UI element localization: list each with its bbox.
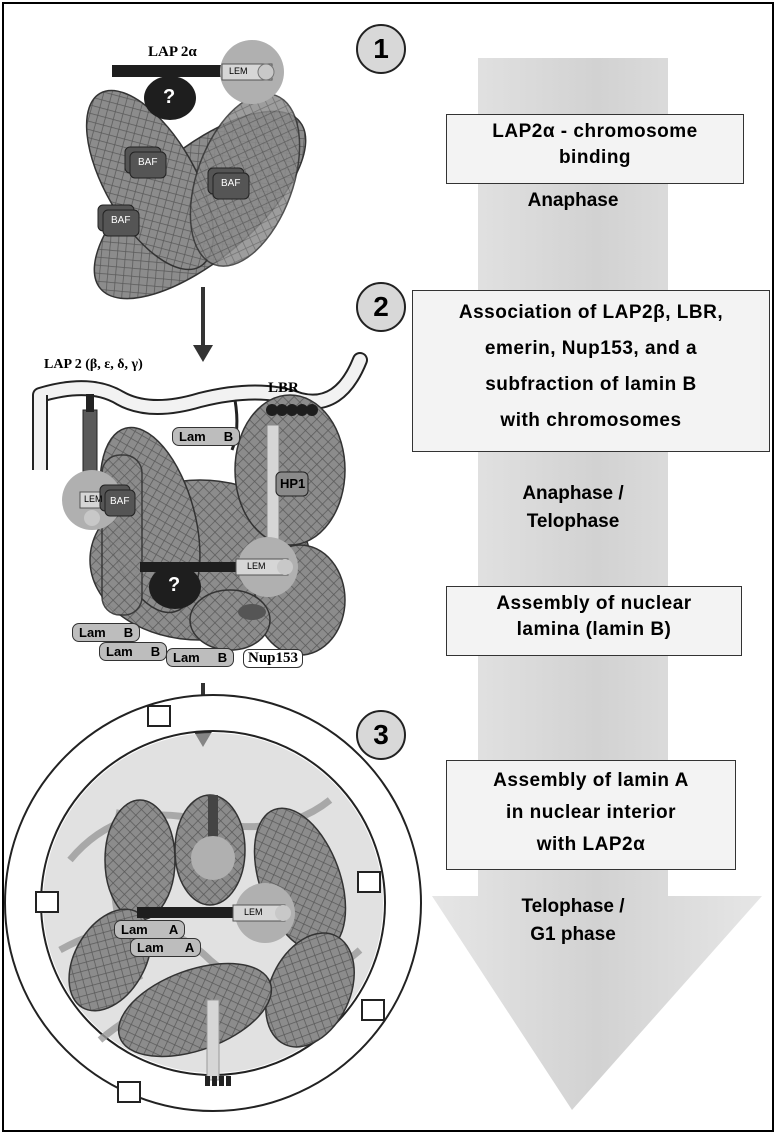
lamin-b-tag-2: Lam B [72,623,140,642]
baf-label-3: BAF [111,215,130,226]
phase-telophase-g1: Telophase / G1 phase [478,893,668,949]
phase-anaphase: Anaphase [478,187,668,215]
nup153-label: Nup153 [243,649,303,668]
lamin-a-tag-2: Lam A [130,938,201,957]
lem-label-2: LEM [84,494,103,504]
lamin-b-tag-1: Lam B [172,427,240,446]
lbr-label: LBR [268,380,299,397]
baf-label-4: BAF [110,496,129,507]
lamin-a-tag-1: Lam A [114,920,185,939]
lap2-beta-label: LAP 2 (β, ε, δ, γ) [44,357,143,373]
step-2-badge: 2 [356,282,406,332]
question-label-2: ? [168,574,180,597]
lap2a-label: LAP 2α [148,44,197,61]
stage1-chromosome [61,71,335,331]
baf-label-1: BAF [138,157,157,168]
step2-description: Association of LAP2β, LBR, emerin, Nup15… [412,290,770,452]
lem-label-1: LEM [229,66,248,76]
lem-label-4: LEM [244,907,263,917]
step3-description: Assembly of nuclear lamina (lamin B) [446,586,742,656]
hp1-label: HP1 [280,476,305,491]
step4-description: Assembly of lamin A in nuclear interior … [446,760,736,870]
lem-label-3: LEM [247,561,266,571]
baf-label-2: BAF [221,178,240,189]
lamin-b-tag-3: Lam B [99,642,167,661]
step-1-badge: 1 [356,24,406,74]
lamin-b-tag-4: Lam B [166,648,234,667]
step1-description: LAP2α - chromosome binding [446,114,744,184]
phase-anaphase-telophase: Anaphase / Telophase [478,480,668,536]
step-3-badge: 3 [356,710,406,760]
question-label-1: ? [163,86,175,109]
